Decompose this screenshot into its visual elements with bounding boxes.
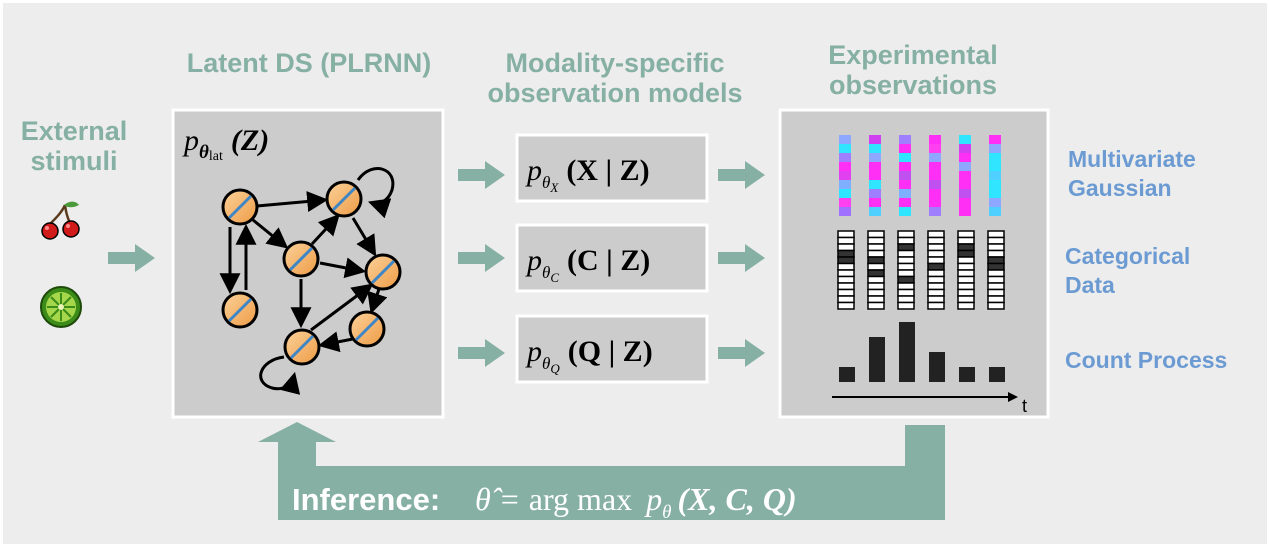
categorical-grid (837, 230, 1005, 310)
latent-node-1 (221, 188, 259, 226)
latent-ds-header: Latent DS (PLRNN) (186, 48, 432, 78)
categorical-column (897, 230, 915, 310)
latent-node-4 (364, 253, 402, 291)
gaussian-strip (989, 135, 1001, 216)
gaussian-strip (839, 135, 851, 216)
count-bar (869, 337, 885, 382)
categorical-column (957, 230, 975, 310)
gaussian-strip (869, 135, 881, 216)
cherry-icon (41, 201, 80, 240)
count-bar (929, 352, 945, 382)
inference-label: Inference: (292, 482, 440, 517)
gaussian-strip (959, 135, 971, 216)
time-axis-label: t (1022, 396, 1027, 416)
arrow-stimuli-to-latent (108, 244, 155, 272)
categorical-column (867, 230, 885, 310)
categorical-column (927, 230, 945, 310)
count-bar (899, 322, 915, 382)
model-c-box (515, 223, 709, 293)
gaussian-strip (899, 135, 911, 216)
gaussian-strip (929, 135, 941, 216)
arrow-latent-to-model-q (458, 339, 505, 367)
model-q-box (515, 314, 709, 384)
lime-slice-icon (40, 286, 82, 328)
latent-node-5 (221, 291, 259, 329)
count-bar (959, 367, 975, 382)
latent-node-3 (282, 240, 320, 278)
categorical-column (987, 230, 1005, 310)
model-x-label: pθX(X | Z) (525, 154, 650, 195)
latent-node-6 (348, 310, 386, 348)
count-bar (839, 367, 855, 382)
latent-node-2 (325, 180, 363, 218)
flow-arrows (108, 161, 765, 367)
observation-models: pθX(X | Z) pθC(C | Z) pθQ(Q | Z) (515, 133, 709, 384)
count-histogram (839, 322, 1005, 382)
gaussian-heatmap (839, 135, 1001, 216)
arrow-latent-to-model-c (458, 244, 505, 272)
categorical-column (837, 230, 855, 310)
arrow-latent-to-model-x (458, 161, 505, 189)
inference-feedback-arrow (258, 422, 945, 520)
network-edges (219, 167, 395, 395)
model-q-label: pθQ(Q | Z) (525, 335, 653, 376)
arrow-model-x-to-obs (718, 161, 765, 189)
count-label: Count Process (1065, 347, 1228, 373)
model-c-label: pθC(C | Z) (525, 244, 650, 285)
arrow-model-c-to-obs (718, 244, 765, 272)
latent-prior-label: pθlat(Z) (182, 124, 269, 164)
arrow-model-q-to-obs (718, 339, 765, 367)
count-bar (989, 367, 1005, 382)
model-x-box (515, 133, 709, 203)
latent-node-7 (283, 328, 321, 366)
network-nodes (221, 180, 402, 366)
